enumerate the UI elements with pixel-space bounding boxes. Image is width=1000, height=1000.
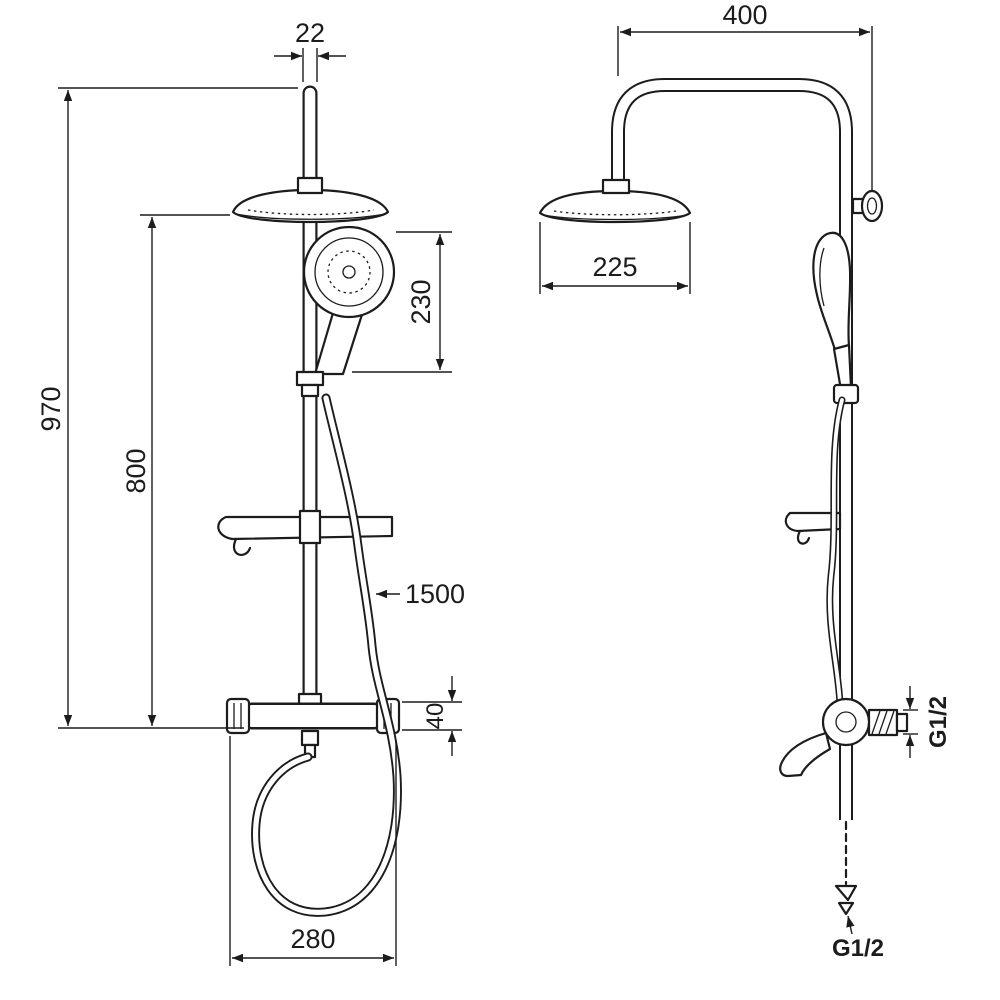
mixer-knob-side-inner (835, 711, 857, 733)
dim-hand-shower-length: 230 (352, 231, 452, 373)
rain-head-rim-side (542, 214, 688, 221)
dim-overall-height: 970 (36, 87, 298, 729)
bracket-flange (860, 189, 884, 223)
rain-head-rim (235, 213, 386, 220)
dim-label-rail-height: 800 (121, 448, 151, 493)
mixer-side (779, 697, 909, 778)
dim-label-pipe-width: 22 (295, 18, 325, 48)
lower-connection-side (834, 820, 858, 916)
hose-cone-fitting (834, 884, 858, 902)
soap-shelf-hook-side (796, 529, 811, 545)
hose-outlet-body (300, 729, 320, 747)
tub-spout (779, 731, 832, 778)
mixer-knob-left (225, 697, 251, 735)
thread-hatch (885, 710, 895, 735)
arm-pipe-core (613, 80, 851, 820)
hand-shower-holder-clamp (300, 383, 320, 398)
dim-head-diameter: 225 (539, 222, 691, 294)
dim-label-bottom-thread: G1/2 (832, 935, 884, 962)
mixer-front (225, 692, 401, 759)
riser-and-arm-side (611, 78, 853, 820)
dim-side-thread: G1/2 (903, 686, 952, 758)
dim-label-overall-height: 970 (36, 386, 66, 431)
soap-shelf-clamp (298, 509, 322, 545)
hand-shower-side (812, 231, 860, 405)
mixer-knob-side (821, 697, 871, 747)
front-dimensions: 22 970 800 230 1500 (36, 18, 465, 966)
dim-bottom-thread: G1/2 (832, 915, 884, 962)
front-view: 22 970 800 230 1500 (36, 18, 465, 966)
dim-mixer-height: 40 (402, 676, 462, 756)
hose-outline (251, 393, 402, 917)
hand-shower-front (295, 225, 396, 398)
rain-head-side (538, 178, 692, 224)
hose-core (252, 395, 401, 915)
side-dimensions: 400 225 G1/2 G1/2 (539, 0, 952, 962)
hand-shower-face-outer (302, 225, 396, 319)
thread-hatch (878, 710, 888, 735)
rain-head-collar (296, 176, 324, 195)
hand-shower-handle-side (832, 343, 853, 392)
soap-shelf-front (217, 509, 394, 556)
dim-pipe-width: 22 (274, 18, 346, 82)
dim-hose-length: 1500 (376, 579, 465, 609)
rain-head-disc (231, 188, 390, 224)
rain-head-spray-face-side (553, 210, 677, 216)
dim-label-mixer-width: 280 (290, 924, 335, 954)
hand-shower-face-mid (314, 237, 384, 307)
rain-head-front (231, 176, 390, 224)
dim-rail-height: 800 (121, 214, 230, 726)
dim-label-side-thread: G1/2 (925, 696, 952, 748)
soap-shelf-dish-side (784, 511, 842, 533)
dim-label-head-diameter: 225 (592, 252, 637, 282)
soap-shelf-hook (233, 537, 252, 556)
hand-shower-spray-ring (327, 250, 371, 294)
dim-mixer-width: 280 (229, 736, 397, 966)
dim-label-arm-reach: 400 (722, 0, 767, 30)
dim-label-hose-length: 1500 (405, 579, 465, 609)
wall-bracket-side (851, 189, 884, 223)
inlet-thread-end (895, 712, 909, 733)
bracket-flange-inner (866, 197, 878, 215)
hand-shower-holder (295, 370, 325, 387)
rain-head-spray-face (247, 209, 375, 216)
hand-shower-face-line (819, 247, 825, 307)
rain-head-collar-side (601, 178, 631, 195)
shower-hose-front (251, 393, 402, 917)
hand-shower-body-side (812, 231, 852, 352)
dim-label-mixer-height: 40 (422, 703, 449, 730)
slider-holder-side (832, 383, 860, 405)
dim-label-hand-shower-length: 230 (406, 279, 436, 324)
leader-arrow (846, 915, 855, 935)
rain-head-disc-side (538, 189, 692, 224)
dim-arm-reach: 400 (617, 0, 873, 190)
hand-shower-center (342, 265, 356, 279)
hose-nut-fitting (837, 901, 855, 916)
thread-hatch (871, 710, 881, 735)
side-view: 400 225 G1/2 G1/2 (538, 0, 952, 962)
soap-shelf-side (784, 511, 842, 545)
